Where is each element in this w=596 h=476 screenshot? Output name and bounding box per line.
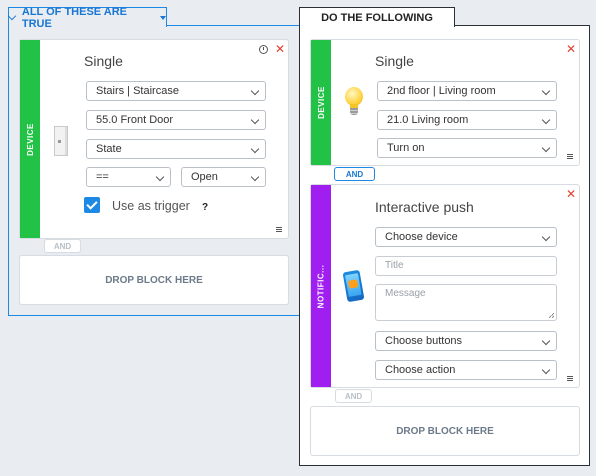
device-select-value: 55.0 Front Door (96, 114, 174, 126)
title-input[interactable]: Title (375, 256, 557, 276)
room-select[interactable]: 2nd floor | Living room (377, 81, 557, 101)
notification-type-stripe: NOTIFIC... (311, 185, 331, 387)
choose-buttons-value: Choose buttons (385, 335, 463, 347)
chevron-down-icon (541, 143, 551, 153)
checkmark-icon (86, 198, 98, 210)
message-textarea-placeholder: Message (385, 288, 426, 299)
actions-header-tab: DO THE FOLLOWING (299, 7, 455, 27)
choose-buttons-select[interactable]: Choose buttons (375, 331, 557, 351)
actions-header-label: DO THE FOLLOWING (321, 11, 433, 24)
action-device-block[interactable]: DEVICE Single ✕ 2nd floor | Living room … (310, 39, 580, 166)
conditions-mode-dropdown[interactable]: ALL OF THESE ARE TRUE (7, 5, 167, 30)
condition-device-block[interactable]: DEVICE Single ✕ Stairs | Staircase 55.0 … (19, 39, 289, 239)
room-select-value: 2nd floor | Living room (387, 85, 496, 97)
chevron-down-icon (250, 86, 260, 96)
chevron-down-icon (541, 115, 551, 125)
block-title: Interactive push (375, 199, 474, 215)
clock-icon[interactable] (259, 45, 268, 54)
caret-down-icon (160, 15, 166, 20)
device-type-stripe: DEVICE (20, 40, 40, 238)
drop-zone[interactable]: DROP BLOCK HERE (19, 255, 289, 305)
chevron-down-icon (250, 172, 260, 182)
chevron-down-icon (541, 232, 551, 242)
drag-handle-icon[interactable] (276, 227, 282, 228)
title-input-placeholder: Title (385, 260, 404, 271)
state-select-value: Open (191, 171, 218, 183)
conditions-mode-label: ALL OF THESE ARE TRUE (21, 5, 128, 30)
drop-zone-label: DROP BLOCK HERE (105, 274, 203, 286)
chevron-down-icon (541, 86, 551, 96)
device-type-label: DEVICE (25, 122, 35, 156)
remove-block-icon[interactable]: ✕ (275, 42, 286, 56)
and-connector-active[interactable]: AND (334, 167, 375, 181)
state-select[interactable]: Open (181, 167, 266, 187)
chevron-down-icon (541, 365, 551, 375)
device-select[interactable]: 55.0 Front Door (86, 110, 266, 130)
and-connector: AND (335, 389, 372, 403)
device-select[interactable]: 21.0 Living room (377, 110, 557, 130)
chevron-down-icon (250, 144, 260, 154)
resize-handle-icon[interactable] (549, 313, 554, 318)
room-select-value: Stairs | Staircase (96, 85, 179, 97)
action-select[interactable]: Turn on (377, 138, 557, 158)
room-select[interactable]: Stairs | Staircase (86, 81, 266, 101)
drop-zone[interactable]: DROP BLOCK HERE (310, 406, 580, 456)
device-type-label: DEVICE (316, 86, 326, 119)
block-title: Single (375, 53, 414, 69)
choose-action-value: Choose action (385, 364, 456, 376)
drag-handle-icon[interactable] (567, 154, 573, 155)
chevron-down-icon (541, 336, 551, 346)
light-bulb-icon (344, 87, 364, 119)
use-as-trigger-checkbox[interactable] (84, 197, 100, 213)
phone-notification-icon (342, 269, 365, 303)
chevron-down-icon (155, 172, 165, 182)
remove-block-icon[interactable]: ✕ (566, 187, 577, 201)
message-textarea[interactable]: Message (375, 284, 557, 321)
chevron-down-icon (250, 115, 260, 125)
door-icon (54, 126, 68, 156)
drag-handle-icon[interactable] (567, 376, 573, 377)
operator-select[interactable]: == (86, 167, 171, 187)
and-connector: AND (44, 239, 81, 253)
property-select-value: State (96, 143, 122, 155)
choose-device-select[interactable]: Choose device (375, 227, 557, 247)
notification-block[interactable]: NOTIFIC... Interactive push ✕ Choose dev… (310, 184, 580, 388)
block-title: Single (84, 53, 123, 69)
remove-block-icon[interactable]: ✕ (566, 42, 577, 56)
choose-action-select[interactable]: Choose action (375, 360, 557, 380)
property-select[interactable]: State (86, 139, 266, 159)
drop-zone-label: DROP BLOCK HERE (396, 425, 494, 437)
action-select-value: Turn on (387, 142, 425, 154)
notification-type-label: NOTIFIC... (316, 264, 326, 308)
device-select-value: 21.0 Living room (387, 114, 469, 126)
device-type-stripe: DEVICE (311, 40, 331, 165)
dropdown-icon-left (7, 11, 17, 21)
choose-device-value: Choose device (385, 231, 458, 243)
help-icon[interactable]: ? (202, 202, 209, 213)
use-as-trigger-label: Use as trigger (112, 199, 190, 213)
operator-select-value: == (96, 171, 109, 183)
